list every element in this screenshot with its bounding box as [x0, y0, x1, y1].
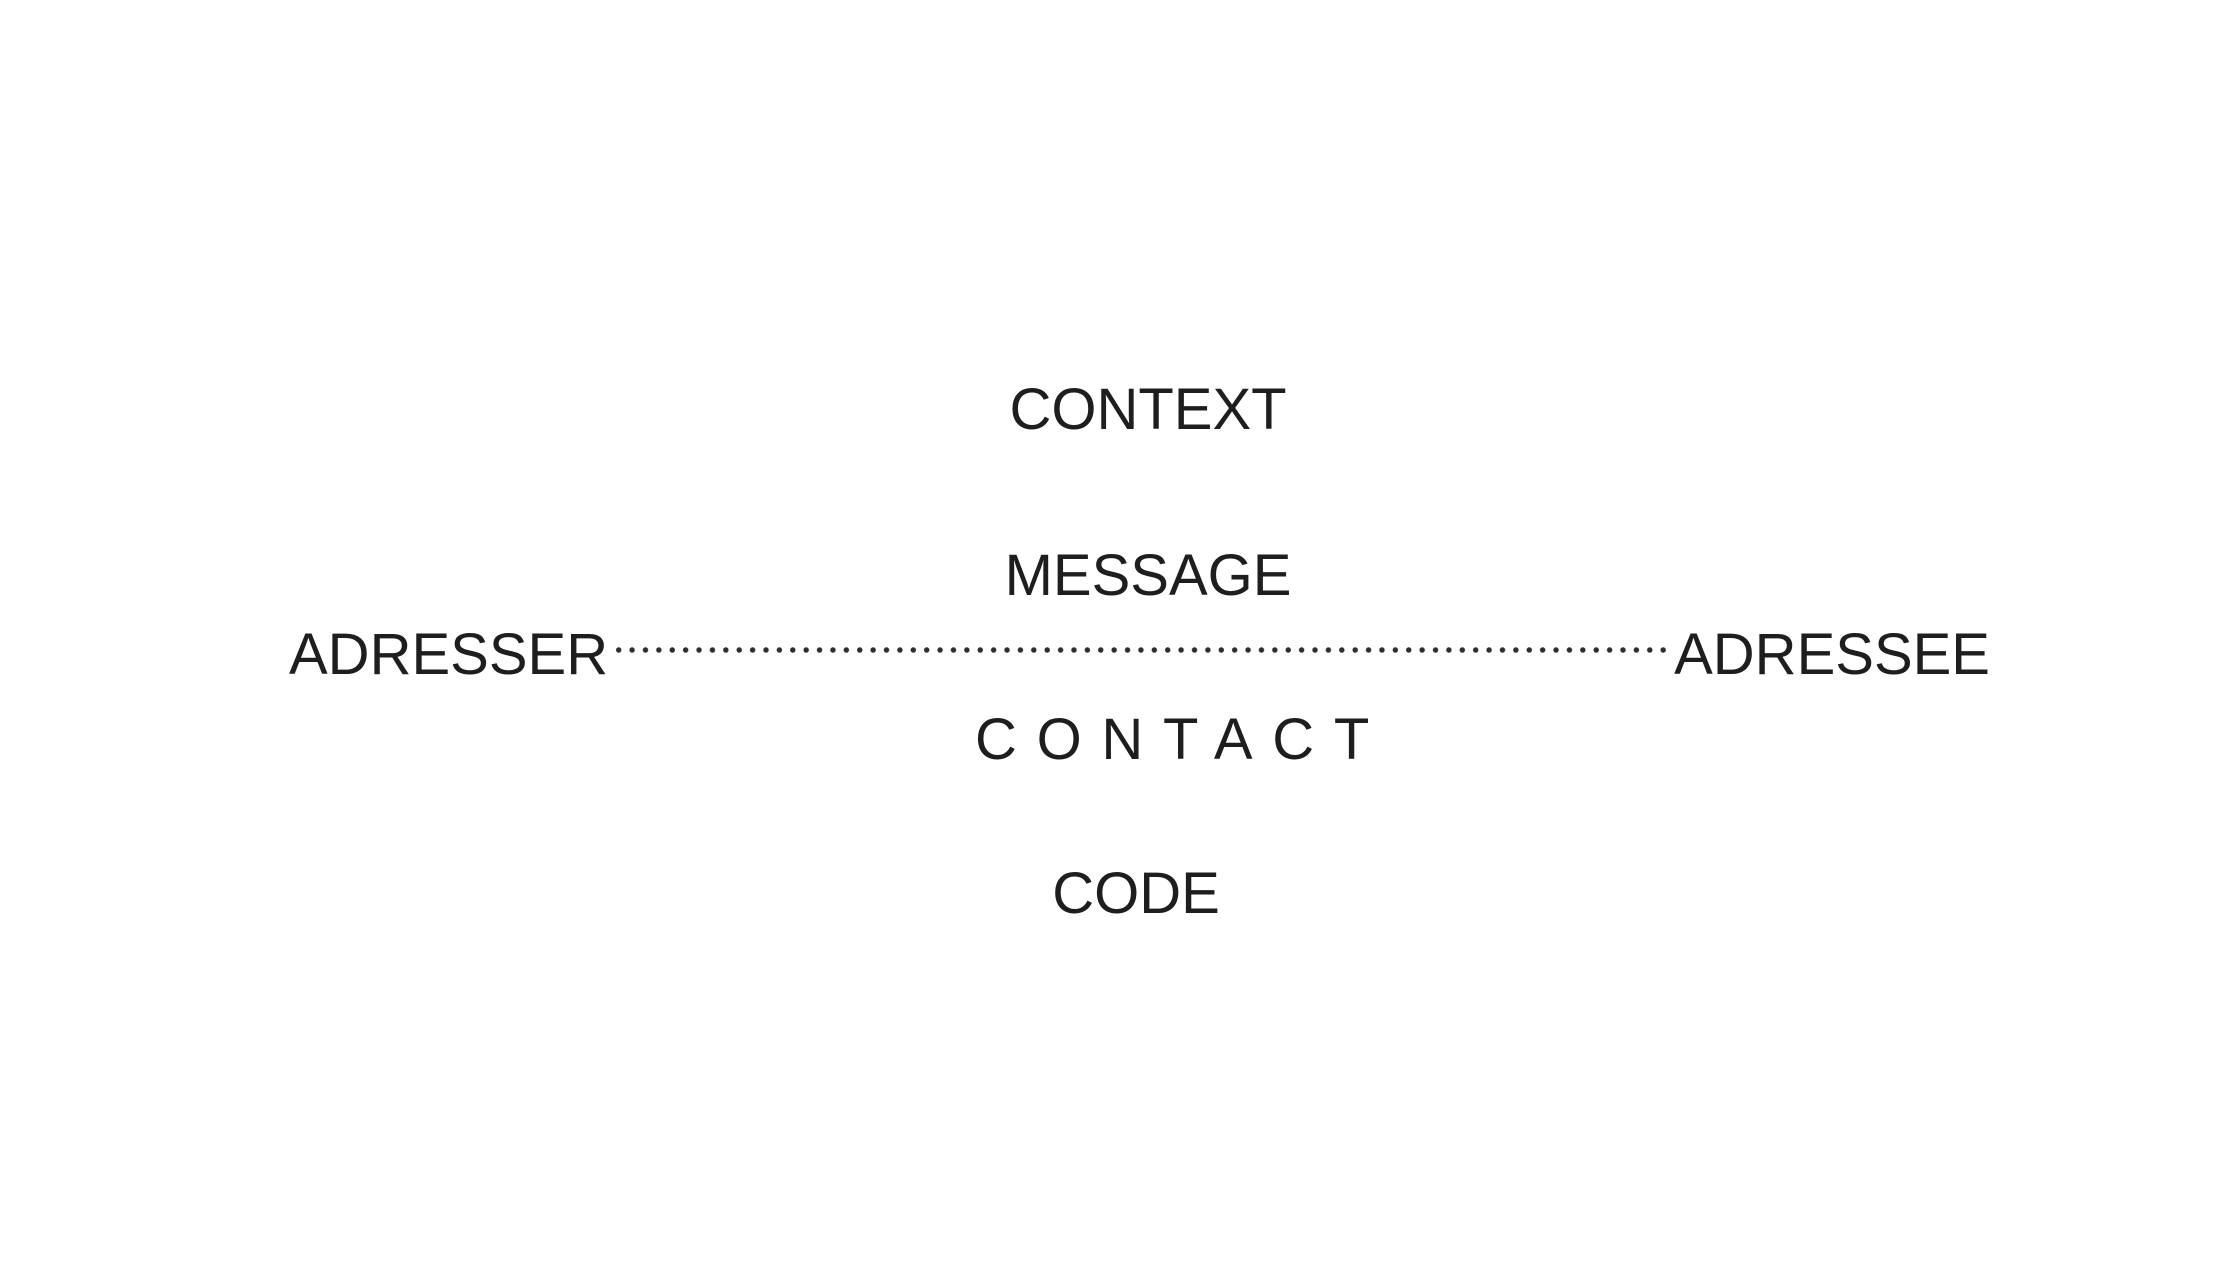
addresser-addressee-axis: ADRESSER ADRESSEE: [289, 626, 1990, 684]
node-code: CODE: [1052, 861, 1220, 926]
node-context: CONTEXT: [1009, 377, 1287, 442]
node-contact: CONTACT: [974, 707, 1390, 772]
node-addressee: ADRESSEE: [1674, 622, 1990, 687]
node-addresser: ADRESSER: [289, 622, 609, 687]
node-message: MESSAGE: [1004, 543, 1292, 608]
dotted-connector-line: [612, 643, 1671, 657]
